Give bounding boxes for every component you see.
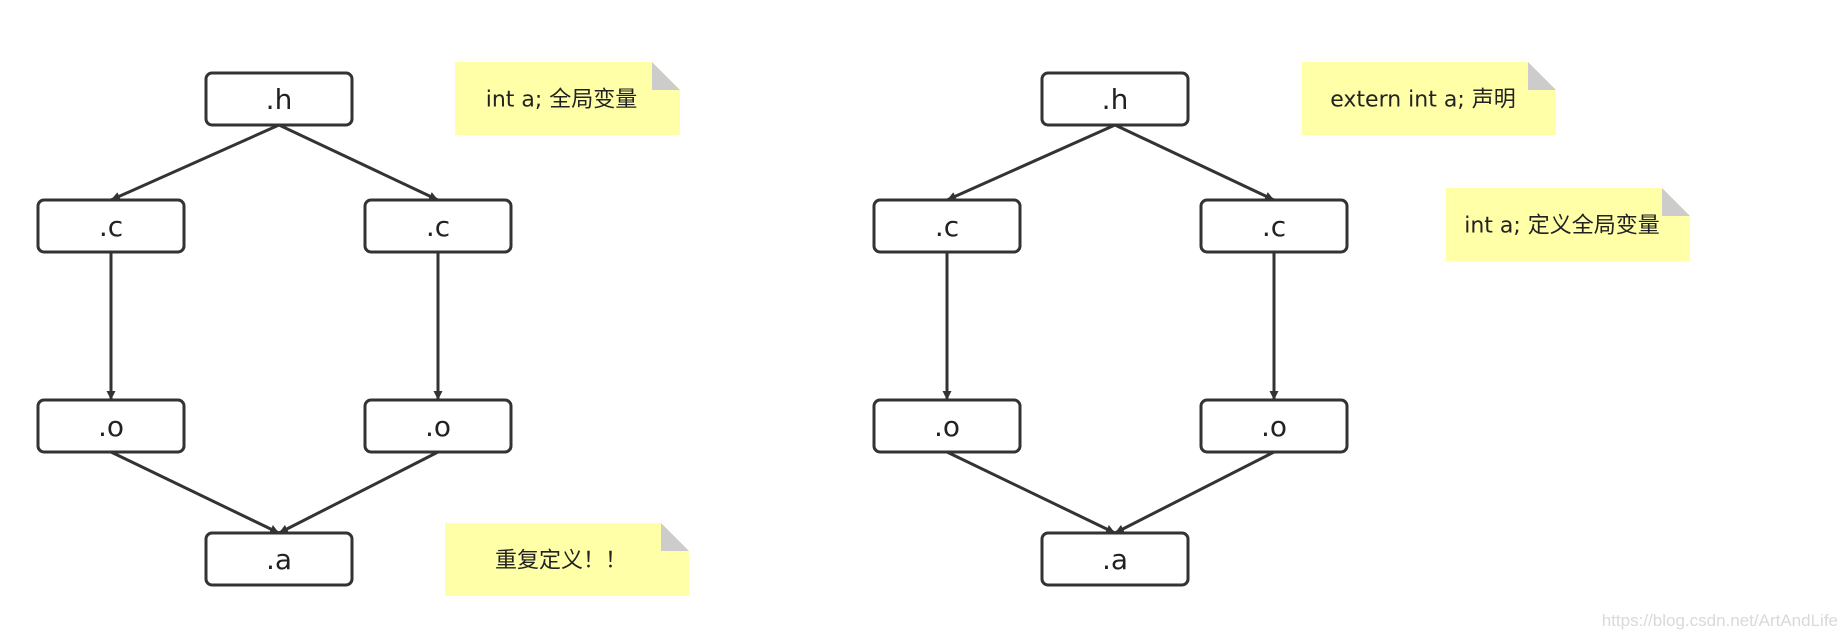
node-o1: .o bbox=[36, 398, 186, 454]
node-c2: .c bbox=[363, 198, 513, 254]
node-label: .h bbox=[1102, 83, 1129, 116]
node-label: .c bbox=[1262, 210, 1286, 243]
node-box bbox=[204, 71, 354, 127]
edge-o2-to-a bbox=[278, 450, 439, 535]
note-body bbox=[445, 523, 689, 596]
edge-o1-to-a bbox=[946, 450, 1116, 535]
node-label: .a bbox=[266, 543, 292, 576]
node-c1: .c bbox=[36, 198, 186, 254]
node-box bbox=[1040, 71, 1190, 127]
nodes-layer: .h .c .c .o .o .a .h .c .c .o .o .a bbox=[36, 71, 1349, 587]
note-folded-corner-icon bbox=[661, 523, 689, 551]
node-label: .c bbox=[935, 210, 959, 243]
edge-h-to-c1 bbox=[110, 123, 280, 202]
node-box bbox=[1040, 531, 1190, 587]
node-label: .a bbox=[1102, 543, 1128, 576]
node-label: .c bbox=[99, 210, 123, 243]
node-box bbox=[363, 398, 513, 454]
node-a: .a bbox=[1040, 531, 1190, 587]
edges-layer bbox=[106, 123, 1279, 535]
node-label: .h bbox=[266, 83, 293, 116]
note-text: extern int a; 声明 bbox=[1330, 88, 1516, 113]
node-h: .h bbox=[1040, 71, 1190, 127]
node-box bbox=[36, 398, 186, 454]
note-folded-corner-icon bbox=[1528, 62, 1556, 90]
node-c2: .c bbox=[1199, 198, 1349, 254]
edge-o2-to-a bbox=[1114, 450, 1275, 535]
node-label: .o bbox=[1261, 410, 1287, 443]
note-redefinition: 重复定义！！ bbox=[445, 523, 689, 596]
node-box bbox=[204, 531, 354, 587]
note-header-global: int a; 全局变量 bbox=[455, 62, 680, 135]
node-o1: .o bbox=[872, 398, 1022, 454]
node-label: .c bbox=[426, 210, 450, 243]
note-text: int a; 全局变量 bbox=[486, 88, 638, 113]
node-a: .a bbox=[204, 531, 354, 587]
edge-h-to-c2 bbox=[278, 123, 439, 202]
node-box bbox=[36, 198, 186, 254]
node-box bbox=[1199, 198, 1349, 254]
note-folded-corner-icon bbox=[652, 62, 680, 90]
node-label: .o bbox=[425, 410, 451, 443]
watermark-text: https://blog.csdn.net/ArtAndLife bbox=[1602, 611, 1838, 630]
edge-h-to-c2 bbox=[1114, 123, 1275, 202]
node-o2: .o bbox=[363, 398, 513, 454]
note-folded-corner-icon bbox=[1662, 188, 1690, 216]
node-box bbox=[1199, 398, 1349, 454]
note-global-definition: int a; 定义全局变量 bbox=[1446, 188, 1690, 261]
note-body bbox=[455, 62, 680, 135]
node-h: .h bbox=[204, 71, 354, 127]
edge-h-to-c1 bbox=[946, 123, 1116, 202]
node-label: .o bbox=[934, 410, 960, 443]
node-c1: .c bbox=[872, 198, 1022, 254]
node-box bbox=[872, 398, 1022, 454]
note-body bbox=[1302, 62, 1556, 135]
node-box bbox=[872, 198, 1022, 254]
note-body bbox=[1446, 188, 1690, 261]
note-text: 重复定义！！ bbox=[495, 549, 627, 574]
note-extern-declaration: extern int a; 声明 bbox=[1302, 62, 1556, 135]
note-text: int a; 定义全局变量 bbox=[1464, 214, 1660, 239]
node-o2: .o bbox=[1199, 398, 1349, 454]
node-box bbox=[363, 198, 513, 254]
edge-o1-to-a bbox=[110, 450, 280, 535]
node-label: .o bbox=[98, 410, 124, 443]
